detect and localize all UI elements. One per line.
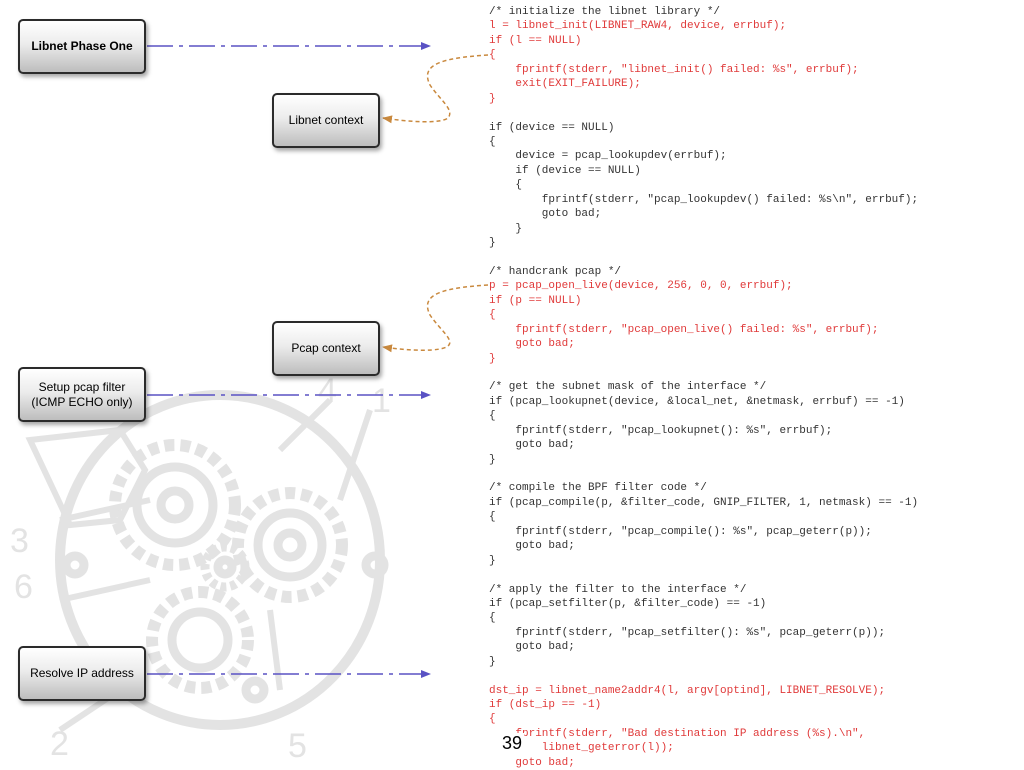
pcap-context-box: Pcap context [272,321,380,376]
code-line: } [489,92,496,105]
link-libnet-context [382,54,489,124]
code-line: { [489,713,496,726]
watermark-digit: 4 [318,372,337,410]
code-line: if (pcap_compile(p, &filter_code, GNIP_F… [489,496,919,509]
code-line: goto bad; [489,756,575,769]
code-line: { [489,135,496,148]
code-line: if (p == NULL) [489,294,582,307]
code-line [489,669,918,683]
code-line: fprintf(stderr, "libnet_init() failed: %… [489,63,859,76]
code-line: libnet_geterror(l)); [489,742,674,755]
box-label: Setup pcap filter (ICMP ECHO only) [31,380,132,410]
code-line: if (device == NULL) [489,121,615,134]
code-line: } [489,222,523,235]
box-label-line: (ICMP ECHO only) [31,394,133,409]
resolve-ip-address-box: Resolve IP address [18,646,146,701]
code-line: fprintf(stderr, "pcap_setfilter(): %s", … [489,626,886,639]
code-line: if (device == NULL) [489,164,641,177]
code-line: } [489,237,496,249]
code-line: if (dst_ip == -1) [489,699,602,711]
code-line: fprintf(stderr, "pcap_open_live() failed… [489,323,879,336]
code-line: if (l == NULL) [489,34,582,47]
code-line [489,467,918,481]
code-line: { [489,410,496,423]
box-label: Libnet Phase One [31,39,133,53]
code-line: { [489,179,523,192]
code-line: goto bad; [489,641,575,654]
box-label: Libnet context [288,113,364,127]
code-line: fprintf(stderr, "pcap_lookupnet(): %s", … [489,424,833,437]
gear-watermark-icon [25,390,389,733]
code-line: if (pcap_setfilter(p, &filter_code) == -… [489,597,767,610]
code-line: { [489,612,496,625]
watermark-digit: 2 [50,725,69,763]
code-line: goto bad; [489,540,575,553]
code-line: } [489,453,496,466]
watermark-digits: 4 1 3 6 2 5 [10,372,391,765]
box-label: Pcap context [291,341,361,355]
code-line: { [489,309,496,322]
watermark-digit: 1 [372,382,391,420]
code-line: } [489,554,496,567]
box-label-line: Setup pcap filter [38,379,126,394]
code-line: goto bad; [489,208,602,221]
code-line: if (pcap_lookupnet(device, &local_net, &… [489,395,905,408]
code-line: fprintf(stderr, "Bad destination IP addr… [489,727,866,740]
code-line: device = pcap_lookupdev(errbuf); [489,150,727,163]
code-line: /* get the subnet mask of the interface … [489,381,767,394]
code-listing: /* initialize the libnet library */ l = l… [489,5,918,770]
code-line: goto bad; [489,439,575,452]
code-line: l = libnet_init(LIBNET_RAW4, device, err… [489,20,787,33]
libnet-context-box: Libnet context [272,93,380,148]
watermark-digit: 5 [288,727,307,765]
code-line [489,568,918,582]
code-line: fprintf(stderr, "pcap_compile(): %s", pc… [489,525,872,538]
code-line: /* apply the filter to the interface */ [489,583,747,596]
code-line: { [489,511,496,524]
libnet-phase-one-box: Libnet Phase One [18,19,146,74]
code-line: } [489,352,496,365]
code-line [489,250,918,264]
code-line: { [489,49,496,62]
box-label: Resolve IP address [30,666,134,680]
code-line: exit(EXIT_FAILURE); [489,78,641,91]
code-line: } [489,655,496,668]
code-line: fprintf(stderr, "pcap_lookupdev() failed… [489,193,919,206]
code-line: /* compile the BPF filter code */ [489,482,707,495]
code-line [489,106,918,120]
code-line: goto bad; [489,338,575,351]
watermark-digit: 6 [14,568,33,606]
code-line: /* initialize the libnet library */ [489,6,721,18]
watermark-digit: 3 [10,522,29,560]
setup-pcap-filter-box: Setup pcap filter (ICMP ECHO only) [18,367,146,422]
link-pcap-context [382,284,489,353]
code-line: /* handcrank pcap */ [489,265,622,278]
code-line [489,366,918,380]
code-line: p = pcap_open_live(device, 256, 0, 0, er… [489,280,793,293]
page-number: 39 [500,733,525,754]
code-line: dst_ip = libnet_name2addr4(l, argv[optin… [489,684,886,697]
